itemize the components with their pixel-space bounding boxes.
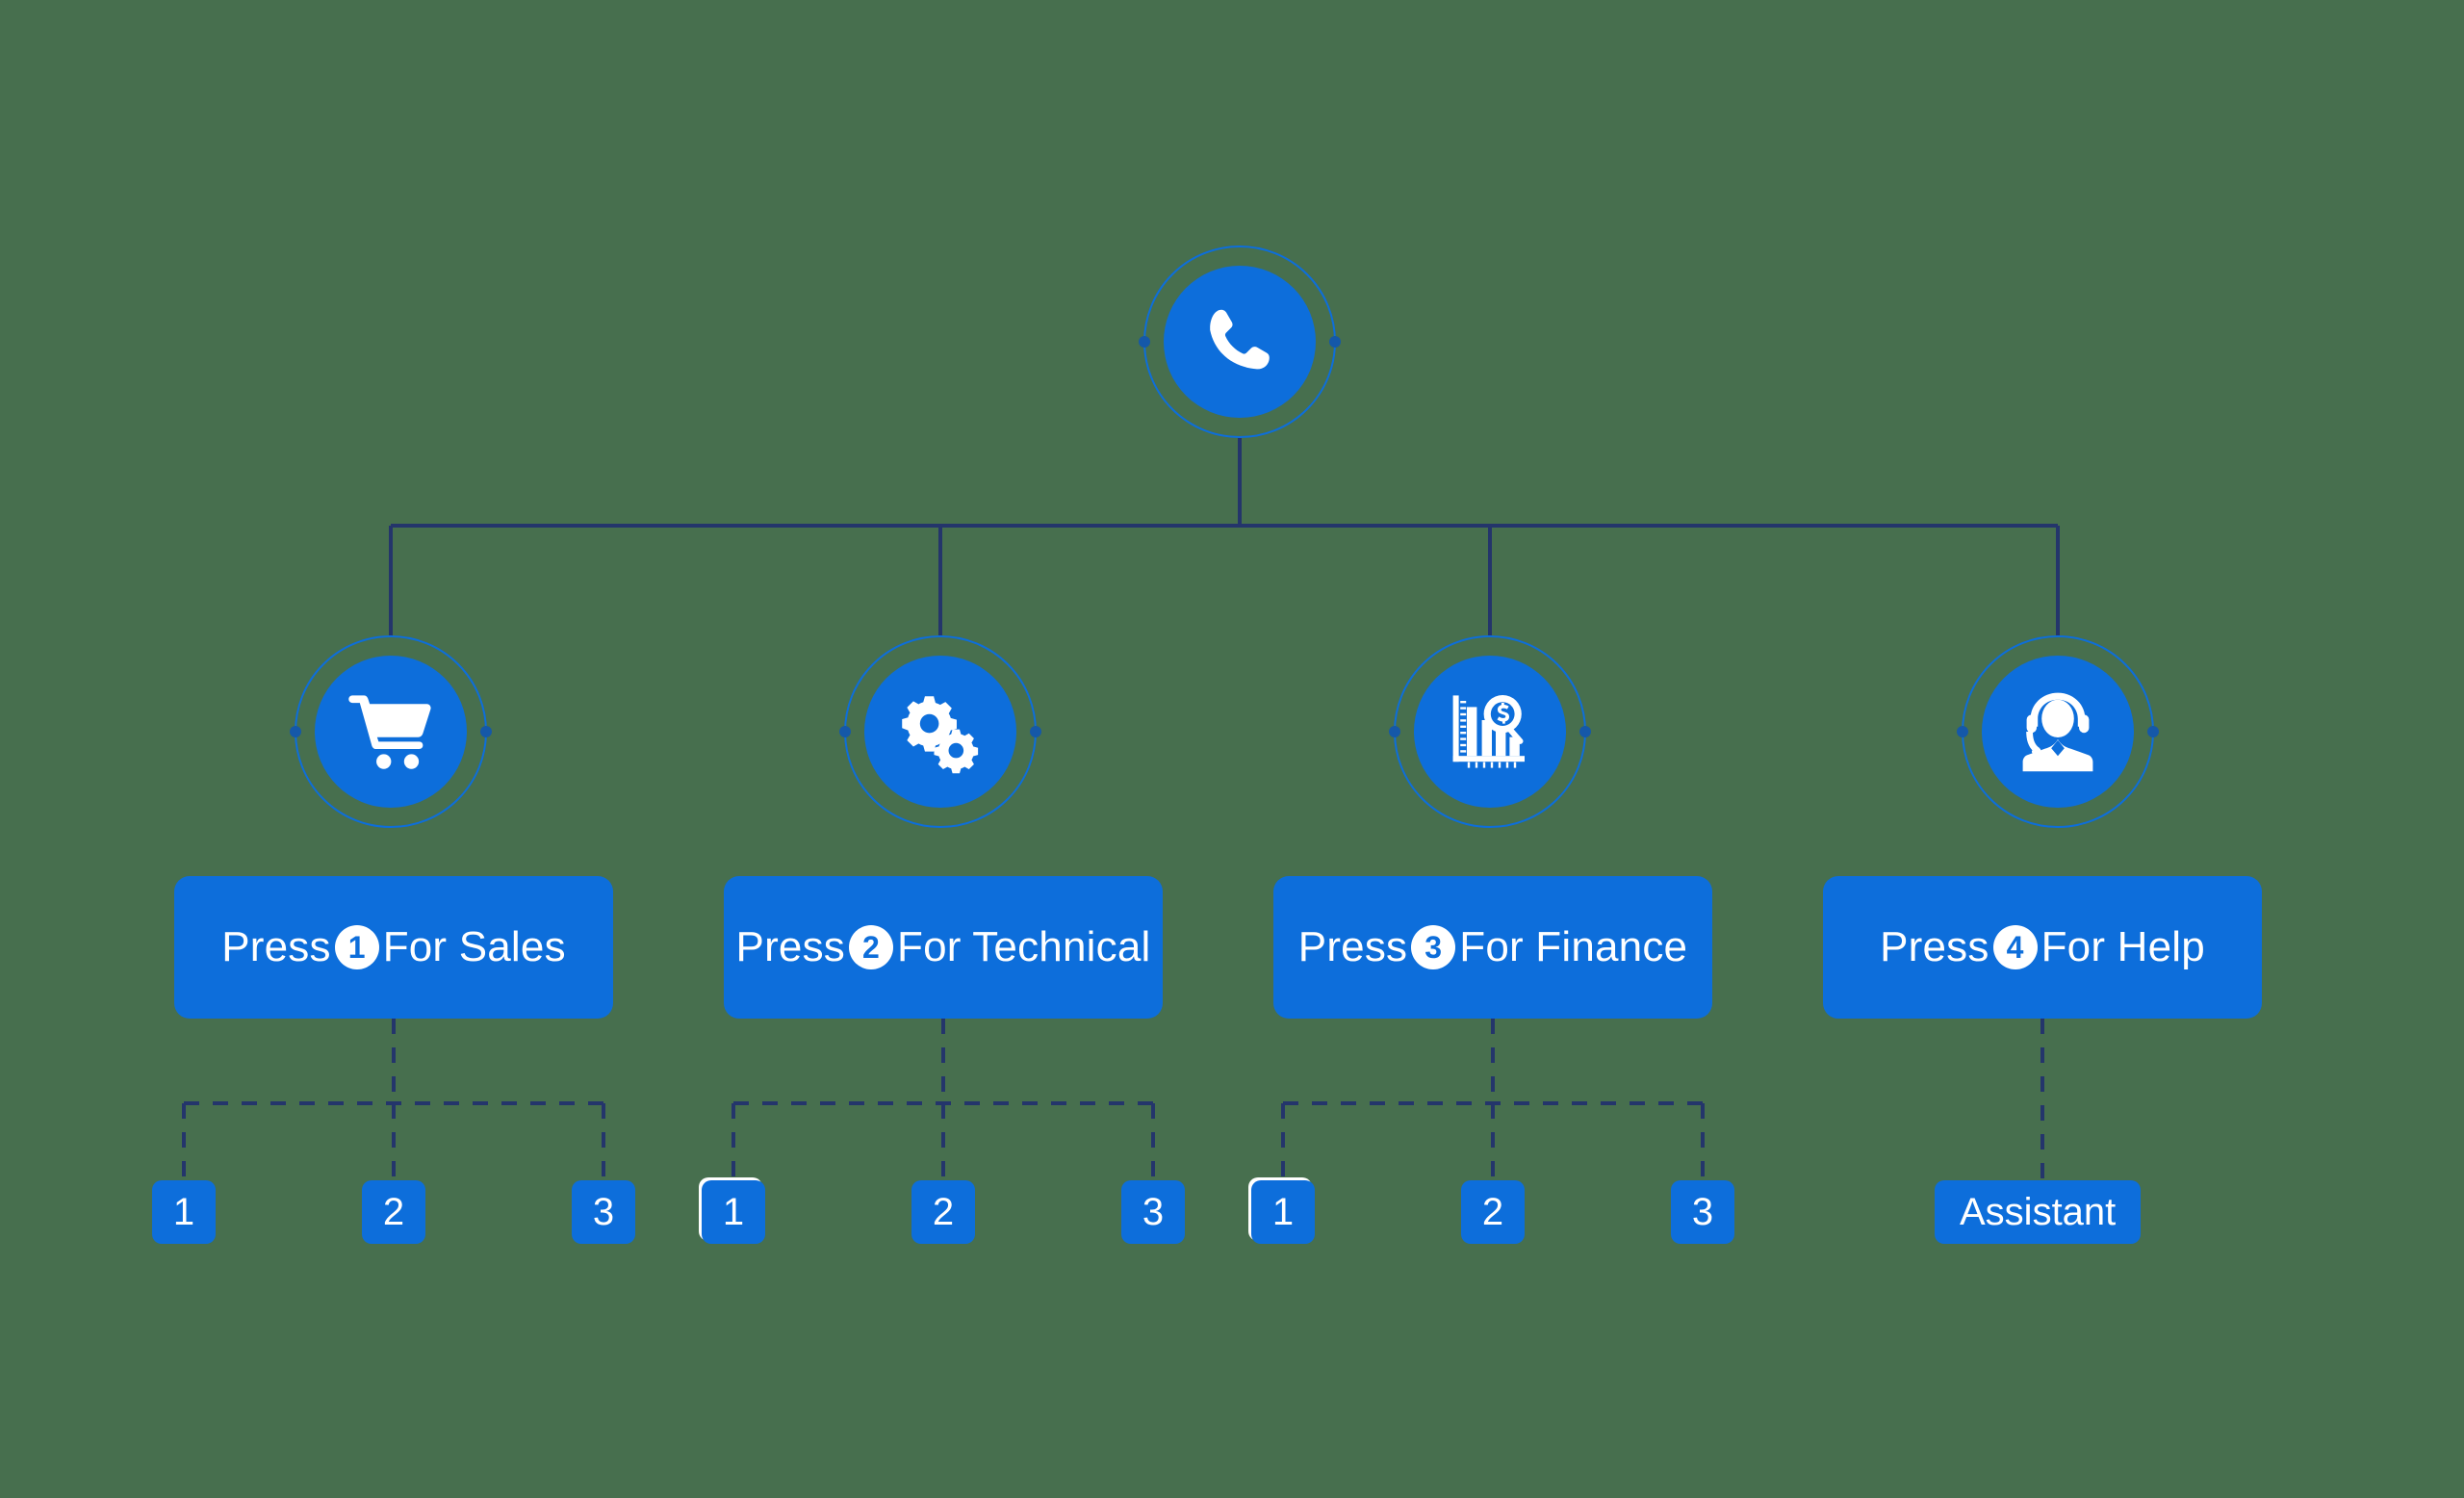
branch-ring-dot-right-finance [1579, 726, 1591, 737]
option-button-finance[interactable]: Press 3 For Finance [1273, 876, 1712, 1019]
option-press-label-4: Press [1880, 923, 1989, 970]
branch-ring-dot-right-help [2147, 726, 2159, 737]
option-target-label-3: For Finance [1459, 923, 1688, 970]
support-agent-icon [2012, 685, 2104, 778]
branch-ring-dot-left-sales [290, 726, 301, 737]
option-press-label-3: Press [1297, 923, 1408, 970]
branch-node-technical[interactable] [839, 635, 1041, 828]
leaf-badge-finance-2[interactable]: 2 [1461, 1180, 1525, 1244]
option-button-help[interactable]: Press 4 For Help [1823, 876, 2262, 1019]
branch-node-finance[interactable] [1389, 635, 1591, 828]
finance-chart-icon [1444, 685, 1536, 778]
leaf-badge-technical-3[interactable]: 3 [1121, 1180, 1185, 1244]
branch-node-help[interactable] [1957, 635, 2159, 828]
branch-ring-dot-right-technical [1030, 726, 1041, 737]
leaf-badge-technical-1[interactable]: 1 [702, 1180, 765, 1244]
leaf-badge-help-assistant[interactable]: Assistant [1935, 1180, 2142, 1244]
leaf-badge-sales-2[interactable]: 2 [362, 1180, 425, 1244]
branch-disc-sales [315, 656, 467, 808]
branch-ring-dot-right-sales [480, 726, 492, 737]
option-target-label-1: For Sales [382, 923, 566, 970]
option-button-technical[interactable]: Press 2 For Technical [724, 876, 1163, 1019]
branch-disc-finance [1414, 656, 1566, 808]
option-target-label-2: For Technical [897, 923, 1151, 970]
branch-disc-help [1982, 656, 2134, 808]
phone-icon [1199, 301, 1280, 382]
root-ring-dot-right [1329, 336, 1341, 348]
branch-ring-dot-left-help [1957, 726, 1968, 737]
option-number-1: 1 [334, 925, 379, 969]
root-node-incoming-call[interactable] [1139, 245, 1341, 438]
branch-ring-dot-left-technical [839, 726, 851, 737]
leaf-badge-finance-1[interactable]: 1 [1251, 1180, 1315, 1244]
option-target-label-4: For Help [2040, 923, 2205, 970]
leaf-badge-sales-1[interactable]: 1 [152, 1180, 216, 1244]
option-press-label-2: Press [735, 923, 845, 970]
option-press-label-1: Press [221, 923, 331, 970]
leaf-badge-sales-3[interactable]: 3 [572, 1180, 635, 1244]
option-number-2: 2 [849, 925, 893, 969]
branch-disc-technical [864, 656, 1016, 808]
root-disc [1164, 266, 1316, 418]
root-ring-dot-left [1139, 336, 1150, 348]
option-number-4: 4 [1992, 925, 2038, 969]
branch-ring-dot-left-finance [1389, 726, 1400, 737]
leaf-badge-technical-2[interactable]: 2 [911, 1180, 975, 1244]
option-button-sales[interactable]: Press 1 For Sales [174, 876, 613, 1019]
option-number-3: 3 [1411, 925, 1456, 969]
shopping-cart-icon [346, 687, 435, 776]
leaf-badge-finance-3[interactable]: 3 [1671, 1180, 1734, 1244]
branch-node-sales[interactable] [290, 635, 492, 828]
gears-icon [894, 685, 987, 778]
